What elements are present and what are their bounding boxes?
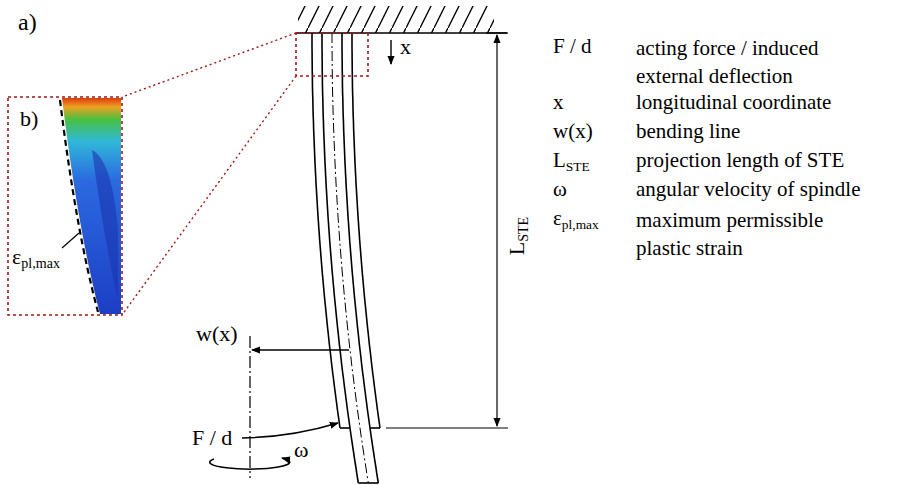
label-text: L — [553, 148, 566, 172]
description-cell: acting force / induced external deflecti… — [636, 34, 871, 90]
deflection-label: w(x) — [196, 321, 238, 347]
subscript-text: pl,max — [21, 255, 60, 271]
description-cell: bending line — [636, 119, 740, 144]
label-text: angular velocity of spindle — [636, 177, 861, 201]
beam-line — [370, 427, 380, 429]
coordinate-label: x — [400, 34, 411, 60]
label-text: projection length of STE — [636, 148, 844, 172]
extension-line — [386, 427, 508, 428]
label-text: longitudinal coordinate — [636, 90, 831, 114]
zoom-line — [122, 76, 296, 315]
panel-letter: a) — [18, 8, 37, 37]
label-text: F / d — [553, 34, 592, 58]
label-text: a) — [18, 9, 37, 35]
description-cell: angular velocity of spindle — [636, 177, 861, 202]
force-label: F / d — [192, 425, 232, 451]
label-text: w(x) — [196, 321, 238, 346]
symbol-cell: w(x) — [553, 119, 593, 144]
rotation-arrow — [210, 458, 290, 469]
symbol-cell: F / d — [553, 34, 592, 59]
description-cell: longitudinal coordinate — [636, 90, 831, 115]
label-text: bending line — [636, 119, 740, 143]
label-text: ε — [12, 244, 21, 269]
label-text: x — [553, 90, 564, 114]
subscript-text: STE — [515, 217, 531, 242]
beam-line — [352, 33, 380, 428]
inset-frame — [8, 97, 122, 315]
symbol-cell: LSTE — [553, 148, 590, 175]
label-text: x — [400, 34, 411, 59]
panel-letter: b) — [20, 106, 38, 132]
beam-line — [312, 33, 340, 428]
label-text: acting force / induced external deflecti… — [636, 36, 819, 88]
strain-edge — [60, 100, 98, 312]
label-text: ω — [294, 437, 308, 462]
dimension-line — [496, 35, 497, 426]
tube-beam — [312, 33, 380, 483]
subscript-text: STE — [566, 159, 590, 174]
subscript-text: pl,max — [562, 217, 599, 232]
label-text: L — [504, 242, 529, 255]
symbol-cell: ω — [553, 177, 567, 202]
label-text: ω — [553, 177, 567, 201]
zoom-line — [122, 33, 296, 97]
label-text: F / d — [192, 425, 232, 450]
coordinate-arrow — [390, 40, 391, 64]
beam-line — [322, 33, 358, 483]
extension-line — [486, 32, 508, 33]
beam-line — [342, 33, 378, 483]
strain-label: εpl,max — [12, 244, 60, 272]
description-cell: projection length of STE — [636, 148, 844, 173]
force-arrow — [242, 423, 338, 438]
clamp-hatch — [298, 6, 494, 33]
beam-line — [340, 427, 350, 429]
beam-line — [332, 33, 368, 483]
dimension-label: LSTE — [504, 214, 532, 258]
description-cell: maximum permissible plastic strain — [636, 206, 871, 262]
zoom-box — [296, 33, 368, 76]
symbol-cell: εpl,max — [553, 206, 599, 233]
rotation-label: ω — [294, 437, 308, 463]
label-text: maximum permissible plastic strain — [636, 208, 823, 260]
symbol-cell: x — [553, 90, 564, 115]
spindle-axis — [249, 336, 250, 478]
beam-line — [358, 482, 378, 484]
label-text: b) — [20, 106, 38, 131]
fe-result — [92, 150, 118, 300]
label-text: w(x) — [553, 119, 593, 143]
label-text: ε — [553, 206, 562, 230]
leader-line — [62, 233, 79, 248]
deflection-arrow — [252, 349, 349, 350]
